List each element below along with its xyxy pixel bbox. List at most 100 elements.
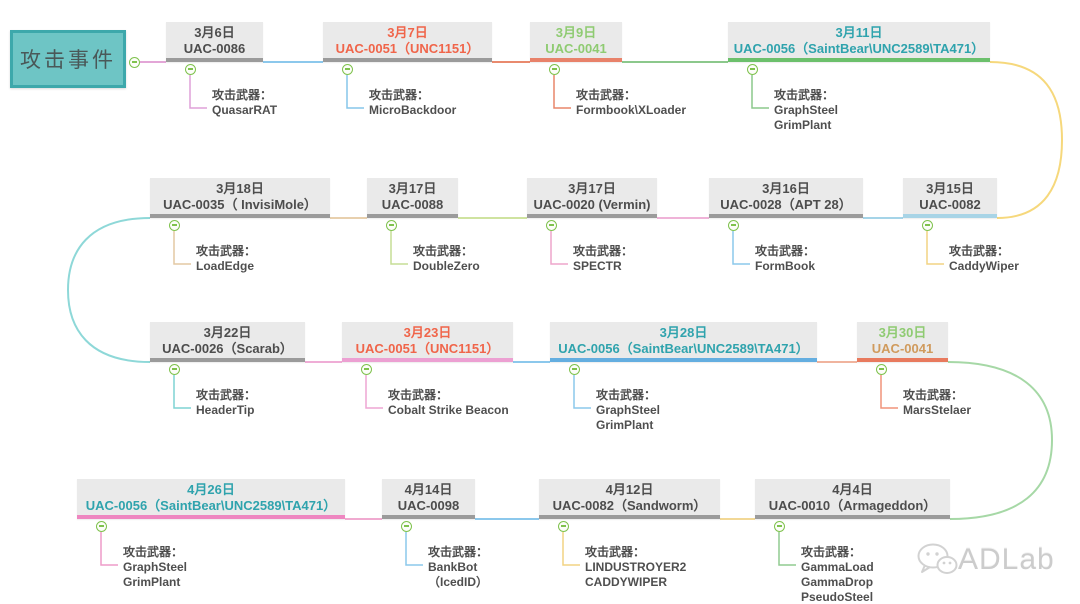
weapon-connector xyxy=(550,231,568,265)
weapon-names: MarsStelaer xyxy=(903,403,972,417)
weapon-prefix: 攻击武器： xyxy=(413,244,474,258)
node-underline xyxy=(530,58,622,62)
weapon-callout: 攻击武器： HeaderTip xyxy=(196,388,256,418)
timeline-node[interactable]: 4月4日 UAC-0010（Armageddon） xyxy=(755,479,950,519)
weapon-prefix: 攻击武器： xyxy=(196,388,257,402)
timeline-node[interactable]: 4月14日 UAC-0098 xyxy=(382,479,475,519)
weapon-names: CaddyWiper xyxy=(949,259,1019,273)
minus-circle-icon[interactable] xyxy=(168,363,180,375)
minus-circle-icon[interactable] xyxy=(545,219,557,231)
node-date: 3月15日 xyxy=(926,181,974,196)
node-group: UAC-0041 xyxy=(545,41,607,56)
node-date: 3月23日 xyxy=(403,325,452,340)
node-underline xyxy=(539,515,720,519)
root-node-attack-events[interactable]: 攻击事件 xyxy=(10,30,126,88)
adlab-watermark: ADLab xyxy=(916,541,1055,579)
weapon-connector xyxy=(173,231,191,265)
timeline-node[interactable]: 4月26日 UAC-0056（SaintBear\UNC2589\TA471） xyxy=(77,479,345,519)
node-date: 3月11日 xyxy=(835,25,883,40)
timeline-node[interactable]: 3月30日 UAC-0041 xyxy=(857,322,948,362)
weapon-connector xyxy=(732,231,750,265)
timeline-node[interactable]: 3月7日 UAC-0051（UNC1151） xyxy=(323,22,492,62)
node-date: 3月28日 xyxy=(659,325,708,340)
minus-circle-icon[interactable] xyxy=(385,219,397,231)
weapon-names: SPECTR xyxy=(573,259,622,273)
node-group: UAC-0082 xyxy=(919,197,981,212)
timeline-node[interactable]: 3月6日 UAC-0086 xyxy=(166,22,263,62)
weapon-names: BankBot （IcedID） xyxy=(428,560,489,589)
weapon-callout: 攻击武器： GraphSteel GrimPlant xyxy=(596,388,660,433)
node-underline xyxy=(150,358,305,362)
node-group: UAC-0026（Scarab） xyxy=(162,341,293,356)
node-underline xyxy=(382,515,475,519)
weapon-names: LoadEdge xyxy=(196,259,255,273)
minus-circle-icon[interactable] xyxy=(746,63,758,75)
node-date: 4月14日 xyxy=(404,482,453,497)
wechat-icon xyxy=(917,543,958,574)
weapon-prefix: 攻击武器： xyxy=(212,88,273,102)
weapon-callout: 攻击武器： QuasarRAT xyxy=(212,88,277,118)
node-underline xyxy=(77,515,345,519)
minus-circle-icon[interactable] xyxy=(727,219,739,231)
minus-circle-icon[interactable] xyxy=(360,363,372,375)
node-date: 3月6日 xyxy=(194,25,235,40)
timeline-node[interactable]: 3月15日 UAC-0082 xyxy=(903,178,997,218)
node-underline xyxy=(367,214,458,218)
timeline-node[interactable]: 3月9日 UAC-0041 xyxy=(530,22,622,62)
node-underline xyxy=(755,515,950,519)
node-underline xyxy=(857,358,948,362)
timeline-curve-right-top xyxy=(989,61,1064,219)
minus-circle-icon[interactable] xyxy=(168,219,180,231)
node-group: UAC-0056（SaintBear\UNC2589\TA471） xyxy=(733,41,985,56)
minus-circle-icon[interactable] xyxy=(341,63,353,75)
minus-circle-icon[interactable] xyxy=(875,363,887,375)
weapon-names: Formbook\XLoader xyxy=(576,103,687,117)
timeline-node[interactable]: 4月12日 UAC-0082（Sandworm） xyxy=(539,479,720,519)
node-date: 4月4日 xyxy=(832,482,873,497)
minus-circle-icon[interactable] xyxy=(184,63,196,75)
timeline-node[interactable]: 3月23日 UAC-0051（UNC1151） xyxy=(342,322,513,362)
timeline-node[interactable]: 3月11日 UAC-0056（SaintBear\UNC2589\TA471） xyxy=(728,22,990,62)
weapon-prefix: 攻击武器： xyxy=(903,388,964,402)
weapon-names: LINDUSTROYER2 CADDYWIPER xyxy=(585,560,687,589)
weapon-prefix: 攻击武器： xyxy=(596,388,657,402)
timeline-node[interactable]: 3月22日 UAC-0026（Scarab） xyxy=(150,322,305,362)
weapon-callout: 攻击武器： MicroBackdoor xyxy=(369,88,456,118)
node-date: 4月12日 xyxy=(605,482,654,497)
minus-circle-icon[interactable] xyxy=(400,520,412,532)
node-date: 3月16日 xyxy=(762,181,810,196)
weapon-prefix: 攻击武器： xyxy=(585,545,646,559)
node-date: 3月30日 xyxy=(878,325,927,340)
node-group: UAC-0086 xyxy=(183,41,246,56)
minus-circle-icon[interactable] xyxy=(548,63,560,75)
node-group: UAC-0056（SaintBear\UNC2589\TA471） xyxy=(558,341,809,356)
minus-circle-icon[interactable] xyxy=(557,520,569,532)
minus-circle-icon[interactable] xyxy=(773,520,785,532)
timeline-node[interactable]: 3月18日 UAC-0035（ InvisiMole） xyxy=(150,178,330,218)
weapon-names: FormBook xyxy=(755,259,815,273)
node-group: UAC-0082（Sandworm） xyxy=(552,498,707,513)
timeline-node[interactable]: 3月16日 UAC-0028（APT 28） xyxy=(709,178,863,218)
node-underline xyxy=(166,58,263,62)
timeline-node[interactable]: 3月17日 UAC-0020 (Vermin) xyxy=(527,178,657,218)
weapon-prefix: 攻击武器： xyxy=(949,244,1010,258)
weapon-connector xyxy=(173,375,191,409)
minus-circle-icon[interactable] xyxy=(568,363,580,375)
weapon-names: HeaderTip xyxy=(196,403,255,417)
weapon-connector xyxy=(100,532,118,566)
node-group: UAC-0028（APT 28） xyxy=(720,197,852,212)
minus-circle-icon[interactable] xyxy=(921,219,933,231)
weapon-callout: 攻击武器： CaddyWiper xyxy=(949,244,1019,274)
timeline-node[interactable]: 3月17日 UAC-0088 xyxy=(367,178,458,218)
weapon-prefix: 攻击武器： xyxy=(755,244,816,258)
minus-circle-icon[interactable] xyxy=(95,520,107,532)
node-date: 3月7日 xyxy=(387,25,428,40)
node-underline xyxy=(150,214,330,218)
minus-circle-icon[interactable] xyxy=(128,56,140,68)
weapon-prefix: 攻击武器： xyxy=(369,88,430,102)
weapon-callout: 攻击武器： MarsStelaer xyxy=(903,388,971,418)
weapon-connector xyxy=(365,375,383,409)
timeline-node[interactable]: 3月28日 UAC-0056（SaintBear\UNC2589\TA471） xyxy=(550,322,817,362)
